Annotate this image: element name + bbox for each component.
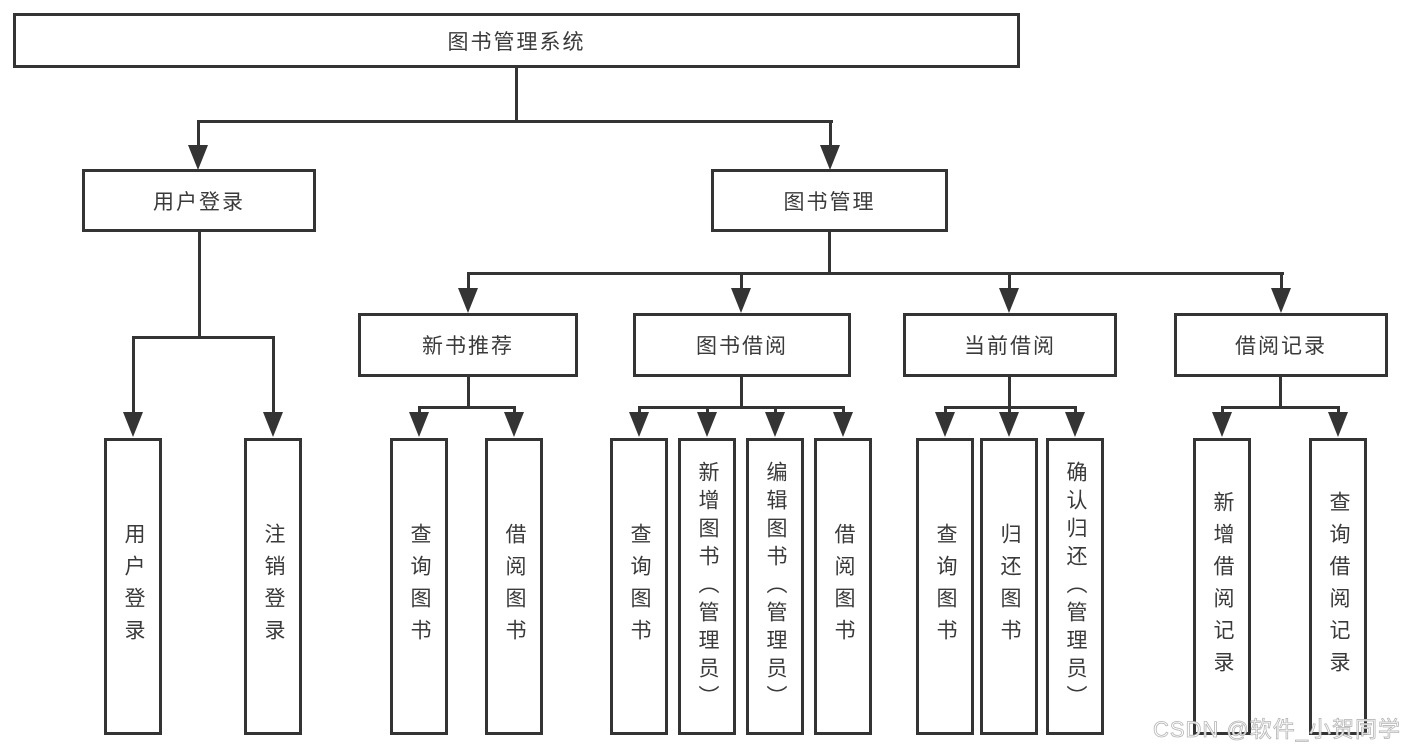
node-borrow-record: 借阅记录: [1174, 313, 1388, 377]
arrowhead-down-icon: [263, 412, 283, 437]
connector-line: [1074, 408, 1077, 414]
node-label: 查询借阅记录: [1327, 490, 1350, 683]
node-label: 编辑图书（管理员）: [764, 460, 787, 713]
connector-line: [418, 408, 421, 414]
connector-line: [1221, 408, 1224, 414]
connector-line: [132, 336, 275, 339]
arrowhead-down-icon: [409, 412, 429, 437]
node-label: 图书借阅: [696, 335, 788, 358]
leaf-borrow-borrow-book: 借阅图书: [814, 438, 872, 735]
leaf-confirm-return-admin: 确认归还（管理员）: [1046, 438, 1104, 735]
connector-line: [1280, 274, 1283, 290]
connector-line: [842, 408, 845, 414]
leaf-add-borrow-record: 新增借阅记录: [1193, 438, 1251, 735]
leaf-recommend-borrow-book: 借阅图书: [485, 438, 543, 735]
node-label: 用户登录: [122, 522, 145, 651]
connector-line: [513, 408, 516, 414]
csdn-watermark: CSDN @软件_小贺同学: [1152, 717, 1401, 743]
node-root-system: 图书管理系统: [13, 13, 1020, 68]
connector-line: [197, 120, 833, 123]
connector-line: [829, 122, 832, 147]
connector-line: [1279, 377, 1282, 408]
connector-line: [774, 408, 777, 414]
node-label: 新增图书（管理员）: [696, 460, 719, 713]
leaf-query-borrow-record: 查询借阅记录: [1309, 438, 1367, 735]
arrowhead-down-icon: [999, 288, 1019, 313]
leaf-return-book: 归还图书: [980, 438, 1038, 735]
arrowhead-down-icon: [458, 288, 478, 313]
leaf-borrow-query-book: 查询图书: [610, 438, 668, 735]
connector-line: [197, 122, 200, 147]
arrowhead-down-icon: [1065, 412, 1085, 437]
connector-line: [1008, 408, 1011, 414]
arrowhead-down-icon: [629, 412, 649, 437]
arrowhead-down-icon: [935, 412, 955, 437]
leaf-add-book-admin: 新增图书（管理员）: [678, 438, 736, 735]
arrowhead-down-icon: [1212, 412, 1232, 437]
leaf-user-login: 用户登录: [104, 438, 162, 735]
connector-line: [467, 274, 470, 290]
connector-line: [944, 408, 947, 414]
connector-line: [828, 232, 831, 274]
connector-line: [638, 406, 845, 409]
leaf-recommend-query-book: 查询图书: [390, 438, 448, 735]
node-label: 借阅图书: [503, 522, 526, 651]
leaf-edit-book-admin: 编辑图书（管理员）: [746, 438, 804, 735]
connector-line: [1221, 406, 1340, 409]
arrowhead-down-icon: [188, 145, 208, 170]
connector-line: [706, 408, 709, 414]
node-label: 新书推荐: [422, 335, 514, 358]
leaf-current-query-book: 查询图书: [916, 438, 974, 735]
connector-line: [1337, 408, 1340, 414]
node-label: 当前借阅: [964, 335, 1056, 358]
connector-line: [515, 68, 518, 123]
node-label: 图书管理: [783, 190, 876, 214]
arrowhead-down-icon: [731, 288, 751, 313]
node-label: 新增借阅记录: [1211, 490, 1234, 683]
node-label: 查询图书: [408, 522, 431, 651]
node-label: 确认归还（管理员）: [1064, 460, 1087, 713]
connector-line: [944, 406, 1077, 409]
arrowhead-down-icon: [123, 412, 143, 437]
node-label: 查询图书: [934, 522, 957, 651]
node-label: 用户登录: [153, 190, 245, 214]
node-book-management: 图书管理: [711, 169, 948, 232]
node-label: 查询图书: [628, 522, 651, 651]
node-label: 归还图书: [998, 522, 1021, 651]
connector-line: [740, 377, 743, 408]
leaf-logout: 注销登录: [244, 438, 302, 735]
connector-line: [132, 338, 135, 414]
connector-line: [1008, 377, 1011, 408]
arrowhead-down-icon: [820, 145, 840, 170]
connector-line: [467, 377, 470, 408]
node-label: 借阅图书: [832, 522, 855, 651]
connector-line: [198, 232, 201, 337]
node-new-book-recommend: 新书推荐: [358, 313, 578, 377]
arrowhead-down-icon: [504, 412, 524, 437]
connector-line: [638, 408, 641, 414]
arrowhead-down-icon: [765, 412, 785, 437]
arrowhead-down-icon: [697, 412, 717, 437]
node-label: 图书管理系统: [447, 30, 586, 54]
arrowhead-down-icon: [833, 412, 853, 437]
connector-line: [740, 274, 743, 290]
connector-line: [272, 338, 275, 414]
connector-line: [1008, 274, 1011, 290]
node-book-borrow: 图书借阅: [633, 313, 851, 377]
node-label: 借阅记录: [1235, 335, 1327, 358]
arrowhead-down-icon: [1271, 288, 1291, 313]
connector-line: [467, 272, 1284, 275]
node-label: 注销登录: [262, 522, 285, 651]
node-user-login: 用户登录: [82, 169, 316, 232]
arrowhead-down-icon: [999, 412, 1019, 437]
connector-line: [418, 406, 516, 409]
arrowhead-down-icon: [1328, 412, 1348, 437]
node-current-borrow: 当前借阅: [903, 313, 1117, 377]
